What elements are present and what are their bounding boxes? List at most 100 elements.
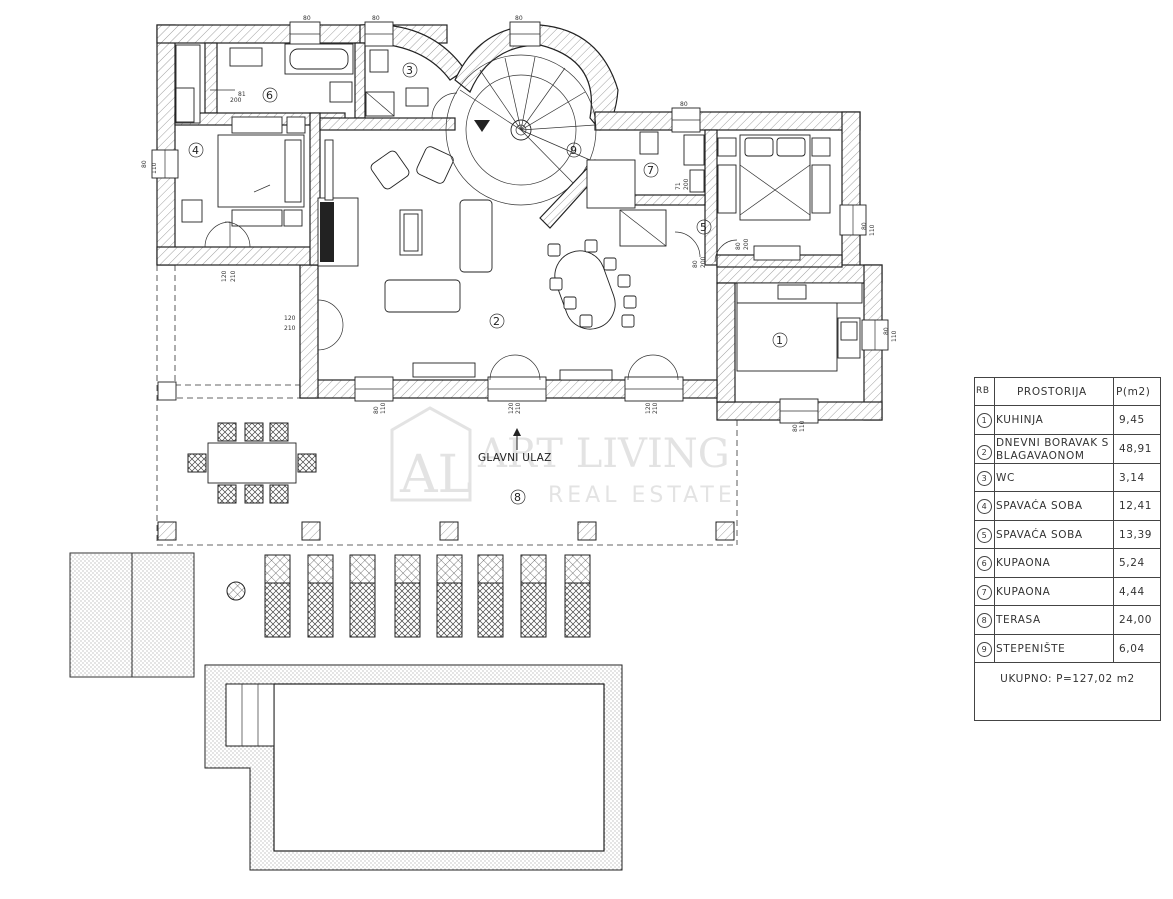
living-room-furniture [317, 139, 637, 381]
room-numbers: 1 2 3 4 5 6 7 8 9 [188, 62, 788, 505]
svg-text:110: 110 [380, 402, 387, 414]
terrace-outline [156, 265, 738, 546]
svg-text:2: 2 [493, 315, 500, 328]
svg-text:7: 7 [647, 164, 654, 177]
legend-row-area: 4,44 [1119, 585, 1145, 598]
svg-text:5: 5 [700, 221, 707, 234]
legend-row-name: SPAVAĆA SOBA [996, 500, 1083, 512]
room-4-marker: 4 [188, 142, 204, 158]
legend-row-name: WC [996, 471, 1015, 484]
entrance-label: GLAVNI ULAZ [478, 452, 552, 464]
legend-row-name: SPAVAĆA SOBA [996, 528, 1083, 541]
svg-text:210: 210 [515, 402, 522, 414]
legend-row-area: 3,14 [1119, 471, 1145, 484]
room-5-marker: 5 [696, 219, 712, 235]
legend-row-number: 7 [977, 584, 992, 600]
svg-text:80: 80 [372, 15, 380, 22]
legend-row-name: DNEVNI BORAVAK S BLAGAVAONOM [996, 436, 1109, 462]
room-8-marker: 8 [510, 489, 526, 505]
svg-text:110: 110 [799, 420, 806, 432]
svg-text:80: 80 [861, 222, 868, 230]
legend-row: 4 SPAVAĆA SOBA 12,41 [975, 492, 1160, 521]
watermark-logo: AL [399, 445, 472, 505]
dimensions: 80 110 80 110 80 110 120 210 120 210 80 … [141, 15, 898, 432]
svg-text:110: 110 [151, 162, 158, 174]
bathroom-7-fixtures [586, 131, 705, 247]
svg-text:210: 210 [652, 402, 659, 414]
svg-text:120: 120 [645, 402, 652, 414]
svg-text:80: 80 [883, 327, 890, 335]
sun-lounger [264, 554, 291, 638]
svg-text:80: 80 [692, 260, 699, 268]
svg-text:210: 210 [230, 270, 237, 282]
svg-text:80: 80 [792, 424, 799, 432]
room-6-marker: 6 [262, 87, 278, 103]
svg-text:8: 8 [514, 491, 521, 504]
svg-text:81: 81 [238, 91, 246, 98]
sun-lounger [349, 554, 376, 638]
legend-header: RB PROSTORIJA P(m2) [975, 378, 1160, 406]
legend-row-number: 6 [977, 556, 992, 572]
watermark: AL ART LIVING REAL ESTATE [390, 406, 736, 508]
svg-text:4: 4 [192, 144, 199, 157]
legend-row-area: 12,41 [1119, 500, 1153, 512]
sun-loungers [264, 554, 591, 638]
bedroom-5-furniture [717, 134, 831, 261]
dim-window-bedroom4: 80 [141, 160, 148, 168]
room-7-marker: 7 [643, 162, 659, 178]
svg-text:120: 120 [284, 315, 296, 322]
svg-text:1: 1 [776, 334, 783, 347]
svg-text:120: 120 [221, 270, 228, 282]
legend-row: 3 WC 3,14 [975, 463, 1160, 492]
legend-row-number: 4 [977, 499, 992, 515]
svg-text:200: 200 [700, 256, 707, 268]
legend-header-room: PROSTORIJA [1017, 386, 1087, 398]
svg-text:200: 200 [230, 97, 242, 104]
svg-text:3: 3 [406, 64, 413, 77]
svg-text:80: 80 [373, 406, 380, 414]
legend-row-area: 6,04 [1119, 642, 1145, 655]
columns [157, 521, 735, 541]
legend-row-name: STEPENIŠTE [996, 642, 1066, 655]
legend-row-number: 3 [977, 470, 992, 486]
sun-lounger [564, 554, 591, 638]
entrance-arrow [513, 428, 521, 450]
svg-text:9: 9 [570, 144, 577, 157]
sun-lounger [307, 554, 334, 638]
bathroom-6-fixtures [175, 43, 354, 124]
svg-text:120: 120 [508, 402, 515, 414]
svg-text:80: 80 [515, 15, 523, 22]
wc-3-fixtures [365, 49, 429, 117]
sun-lounger [520, 554, 547, 638]
legend-row-number: 5 [977, 527, 992, 543]
svg-text:71: 71 [675, 182, 682, 190]
bedroom-4-furniture [181, 116, 306, 227]
sun-lounger [436, 554, 463, 638]
svg-text:200: 200 [743, 238, 750, 250]
sun-lounger [477, 554, 504, 638]
svg-text:110: 110 [869, 224, 876, 236]
doors [204, 92, 738, 381]
room-3-marker: 3 [402, 62, 418, 78]
watermark-line2: REAL ESTATE [548, 483, 736, 508]
room-9-marker: 9 [566, 142, 582, 158]
legend-row-area: 48,91 [1119, 442, 1153, 455]
watermark-line1: ART LIVING [477, 431, 730, 477]
room-2-marker: 2 [489, 313, 505, 329]
legend-header-rb: RB [976, 386, 990, 396]
svg-text:110: 110 [891, 330, 898, 342]
sun-lounger [394, 554, 421, 638]
terrace-dining-set [187, 422, 317, 504]
svg-text:80: 80 [680, 101, 688, 108]
legend-row-name: KUHINJA [996, 414, 1044, 426]
svg-text:80: 80 [735, 242, 742, 250]
svg-text:200: 200 [683, 178, 690, 190]
